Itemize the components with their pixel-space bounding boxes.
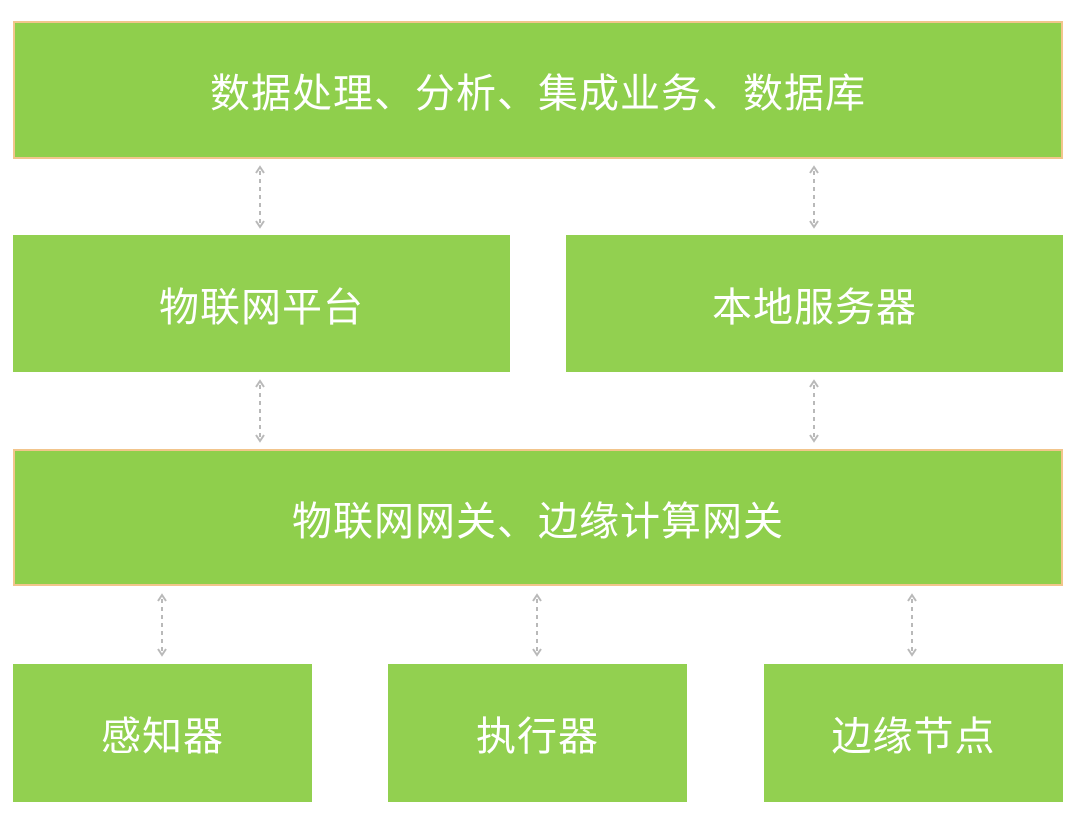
sensor-label: 感知器 bbox=[101, 714, 224, 760]
gateway-layer-label: 物联网网关、边缘计算网关 bbox=[292, 498, 784, 545]
local-server-label: 本地服务器 bbox=[712, 284, 917, 331]
actuator-label: 执行器 bbox=[476, 714, 599, 760]
bidirectional-arrow-icon bbox=[255, 379, 265, 443]
actuator-box: 执行器 bbox=[388, 664, 687, 802]
data-processing-layer-label: 数据处理、分析、集成业务、数据库 bbox=[210, 71, 866, 117]
data-processing-layer-box: 数据处理、分析、集成业务、数据库 bbox=[13, 21, 1063, 159]
iot-platform-label: 物联网平台 bbox=[159, 284, 364, 331]
bidirectional-arrow-icon bbox=[907, 593, 917, 657]
iot-platform-box: 物联网平台 bbox=[13, 235, 510, 372]
bidirectional-arrow-icon bbox=[532, 593, 542, 657]
bidirectional-arrow-icon bbox=[157, 593, 167, 657]
sensor-box: 感知器 bbox=[13, 664, 312, 802]
edge-node-box: 边缘节点 bbox=[764, 664, 1063, 802]
bidirectional-arrow-icon bbox=[809, 379, 819, 443]
edge-node-label: 边缘节点 bbox=[831, 714, 996, 760]
bidirectional-arrow-icon bbox=[255, 165, 265, 229]
bidirectional-arrow-icon bbox=[809, 165, 819, 229]
local-server-box: 本地服务器 bbox=[566, 235, 1063, 372]
gateway-layer-box: 物联网网关、边缘计算网关 bbox=[13, 449, 1063, 586]
